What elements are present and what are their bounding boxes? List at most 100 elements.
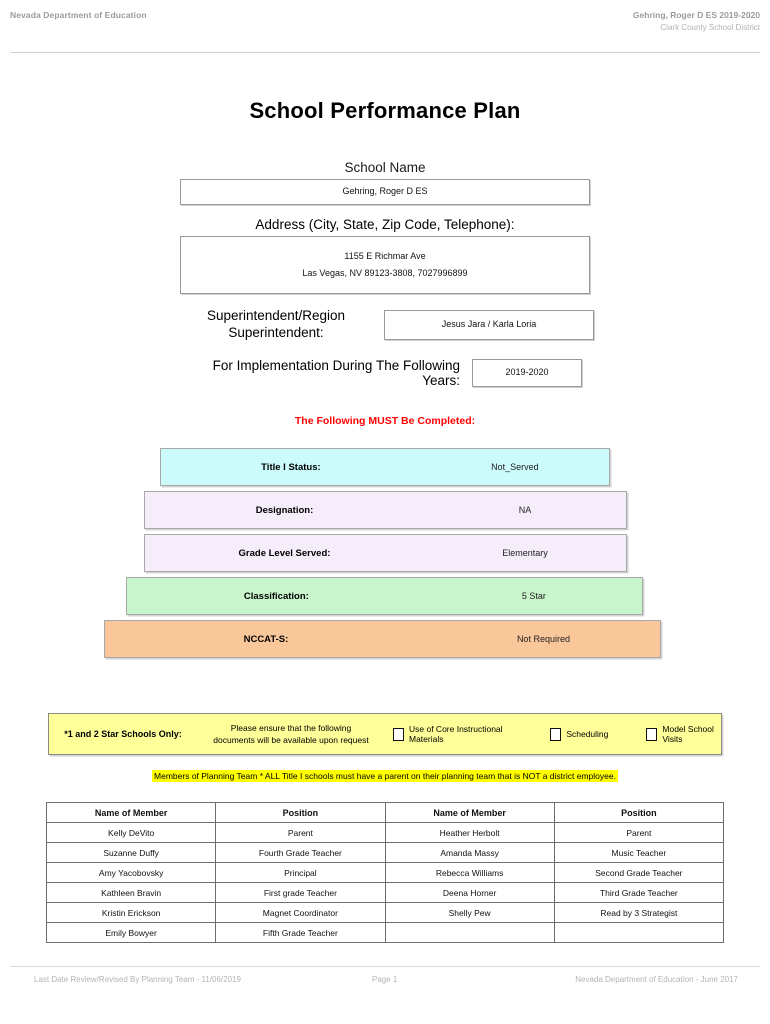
footer-review-date: Last Date Review/Revised By Planning Tea… xyxy=(34,975,241,984)
checkbox-label: Scheduling xyxy=(566,729,609,739)
table-column-header: Name of Member xyxy=(45,802,217,823)
status-bar-title-i-status[interactable]: Title I Status: Not_Served xyxy=(160,448,610,486)
table-cell[interactable]: First grade Teacher xyxy=(215,882,386,903)
must-complete-notice: The Following MUST Be Completed: xyxy=(294,415,476,427)
checkbox-label: Use of Core Instructional Materials xyxy=(409,724,503,744)
header-agency-name: Nevada Department of Education xyxy=(10,10,147,20)
status-bar-label: Grade Level Served: xyxy=(238,547,331,559)
status-bar-value: NA xyxy=(518,505,532,515)
table-cell[interactable]: Emily Bowyer xyxy=(45,922,217,943)
address-line-1: 1155 E Richmar Ave xyxy=(344,250,426,261)
school-name-label: School Name xyxy=(344,160,426,175)
header-school-info: Gehring, Roger D ES 2019-2020 Clark Coun… xyxy=(633,10,760,32)
header-school-year: Gehring, Roger D ES 2019-2020 xyxy=(632,10,760,20)
table-cell[interactable]: Fifth Grade Teacher xyxy=(215,922,386,943)
status-bar-nccat-s[interactable]: NCCAT-S: Not Required xyxy=(104,620,661,658)
table-cell[interactable]: Deena Horner xyxy=(384,882,555,903)
table-cell[interactable]: Magnet Coordinator xyxy=(215,902,386,923)
table-cell[interactable]: Kathleen Bravin xyxy=(45,882,217,903)
table-cell[interactable]: Music Teacher xyxy=(553,842,725,863)
table-cell[interactable]: Amy Yacobovsky xyxy=(45,862,217,883)
superintendent-label-line-2: Superintendent: xyxy=(228,324,324,340)
checkbox-item-model-school-visits[interactable]: Model School Visits xyxy=(646,724,721,744)
table-cell[interactable]: Second Grade Teacher xyxy=(553,862,725,883)
table-cell[interactable]: Parent xyxy=(553,822,725,843)
table-cell[interactable]: Third Grade Teacher xyxy=(553,882,725,903)
superintendent-value: Jesus Jara / Karla Loria xyxy=(441,319,537,330)
status-bar-value: 5 Star xyxy=(521,591,546,601)
checkbox-label: Model School Visits xyxy=(662,724,714,744)
star-schools-note-line-1: Please ensure that the following xyxy=(230,722,352,733)
superintendent-label: Superintendent/Region Superintendent: xyxy=(176,308,376,342)
table-cell[interactable]: Fourth Grade Teacher xyxy=(215,842,386,863)
status-bar-value: Not_Served xyxy=(491,462,539,472)
checkbox-item-use-of-core-instructional-materials[interactable]: Use of Core Instructional Materials xyxy=(393,724,514,744)
superintendent-field[interactable]: Jesus Jara / Karla Loria xyxy=(384,309,594,340)
planning-team-banner: Members of Planning Team * ALL Title I s… xyxy=(0,766,770,784)
star-schools-note-line-2: documents will be available upon request xyxy=(213,735,369,745)
table-cell[interactable]: Rebecca Williams xyxy=(384,862,555,883)
checkbox-icon[interactable] xyxy=(550,727,562,741)
status-bar-value: Elementary xyxy=(502,548,548,558)
star-schools-row: *1 and 2 Star Schools Only: Please ensur… xyxy=(48,713,722,755)
status-bar-designation[interactable]: Designation: NA xyxy=(144,491,627,529)
status-bar-label: Designation: xyxy=(255,504,314,516)
footer-divider xyxy=(10,966,760,967)
footer-page-number: Page 1 xyxy=(372,975,398,984)
page-header: Nevada Department of Education Gehring, … xyxy=(10,10,760,48)
superintendent-row: Superintendent/Region Superintendent: Je… xyxy=(0,308,770,342)
table-cell[interactable] xyxy=(553,922,725,943)
table-cell[interactable]: Principal xyxy=(215,862,386,883)
status-bar-label: Title I Status: xyxy=(261,461,321,473)
page-title: School Performance Plan xyxy=(249,98,521,123)
school-name-value: Gehring, Roger D ES xyxy=(342,186,428,197)
table-column-header: Position xyxy=(553,802,725,823)
address-line-2: Las Vegas, NV 89123-3808, 7027996899 xyxy=(302,268,468,278)
table-column-header: Position xyxy=(215,802,386,823)
implementation-years-value: 2019-2020 xyxy=(505,367,549,378)
checkbox-item-scheduling[interactable]: Scheduling xyxy=(550,727,609,741)
header-district: Clark County School District xyxy=(660,23,760,32)
implementation-years-field[interactable]: 2019-2020 xyxy=(472,358,582,387)
table-cell[interactable]: Heather Herbolt xyxy=(384,822,555,843)
table-cell[interactable]: Kelly DeVito xyxy=(45,822,217,843)
table-cell[interactable]: Shelly Pew xyxy=(384,902,555,923)
footer-source: Nevada Department of Education - June 20… xyxy=(575,975,738,984)
address-field[interactable]: 1155 E Richmar Ave Las Vegas, NV 89123-3… xyxy=(180,236,590,294)
superintendent-label-line-1: Superintendent/Region xyxy=(206,308,346,323)
table-cell[interactable]: Amanda Massy xyxy=(384,842,555,863)
table-column-header: Name of Member xyxy=(384,802,555,823)
table-cell[interactable]: Kristin Erickson xyxy=(45,902,217,923)
table-cell[interactable]: Read by 3 Strategist xyxy=(553,902,725,923)
status-bar-grade-level-served[interactable]: Grade Level Served: Elementary xyxy=(144,534,627,572)
star-schools-checkbox-group: Use of Core Instructional Materials Sched… xyxy=(385,724,721,744)
planning-team-banner-text: Members of Planning Team * ALL Title I s… xyxy=(152,770,618,782)
star-schools-note: Please ensure that the following documen… xyxy=(197,722,385,747)
status-bar-label: Classification: xyxy=(243,590,309,602)
implementation-years-label: For Implementation During The Following … xyxy=(212,357,460,388)
implementation-years-row: For Implementation During The Following … xyxy=(0,358,770,388)
table-cell[interactable]: Suzanne Duffy xyxy=(45,842,217,863)
checkbox-icon[interactable] xyxy=(646,727,658,741)
star-schools-title: *1 and 2 Star Schools Only: xyxy=(64,729,182,739)
checkbox-icon[interactable] xyxy=(393,727,404,741)
status-bar-classification[interactable]: Classification: 5 Star xyxy=(126,577,643,615)
status-bar-value: Not Required xyxy=(516,634,570,644)
form-section: School Name Gehring, Roger D ES Address … xyxy=(0,160,770,388)
table-cell[interactable]: Parent xyxy=(215,822,386,843)
school-name-field[interactable]: Gehring, Roger D ES xyxy=(180,179,590,205)
status-bar-label: NCCAT-S: xyxy=(243,633,289,645)
header-divider xyxy=(10,52,760,53)
address-label: Address (City, State, Zip Code, Telephon… xyxy=(255,217,515,232)
table-cell[interactable] xyxy=(384,922,555,943)
